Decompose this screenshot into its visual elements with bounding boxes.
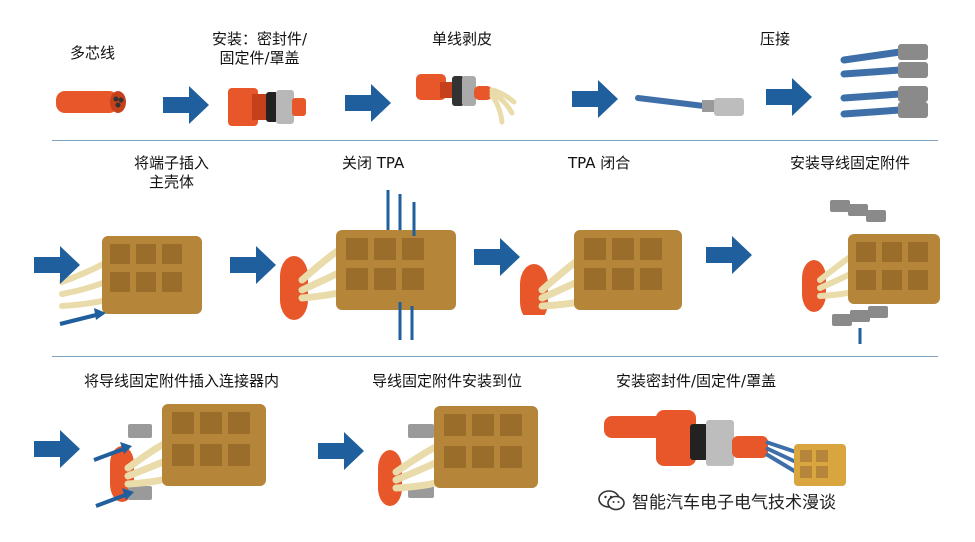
process-arrow-10	[318, 432, 364, 470]
multicore-cable-illustration	[56, 91, 126, 113]
step-fixture-in-place-label: 导线固定附件安装到位	[372, 372, 523, 390]
step-insert-wire-fixture-label: 将导线固定附件插入连接器内	[84, 372, 280, 390]
process-arrow-2	[345, 84, 391, 122]
process-arrow-4	[766, 78, 812, 116]
crimped-bundle-illustration	[840, 44, 928, 118]
watermark: 智能汽车电子电气技术漫谈	[598, 488, 836, 513]
process-arrow-8	[706, 236, 752, 274]
process-arrow-7	[474, 238, 520, 276]
step-install-seal-final-label: 安装密封件/固定件/罩盖	[616, 372, 777, 390]
process-arrow-1	[163, 86, 209, 124]
process-arrow-6	[230, 246, 276, 284]
wechat-icon	[598, 489, 625, 510]
watermark-text: 智能汽车电子电气技术漫谈	[632, 493, 836, 513]
close-tpa-connector-illustration	[280, 190, 456, 340]
final-assembly-illustration	[604, 410, 846, 486]
terminal-insert-connector-illustration	[59, 236, 202, 326]
tpa-closed-connector-illustration	[520, 230, 682, 315]
process-arrow-3	[572, 80, 618, 118]
row-divider-2	[52, 356, 938, 357]
step-install-seal-line2: 固定件/罩盖	[219, 49, 300, 67]
step-insert-terminals-line1: 将端子插入	[134, 154, 210, 172]
step-multicore-cable-label: 多芯线	[70, 44, 116, 62]
insert-fixture-connector-illustration	[93, 404, 266, 508]
step-tpa-closed-label: TPA 闭合	[568, 154, 631, 172]
step-install-wire-fixture-label: 安装导线固定附件	[790, 154, 911, 172]
step-insert-terminals-label: 将端子插入 主壳体	[134, 154, 209, 192]
step-crimp-label: 压接	[760, 30, 791, 48]
process-arrow-5	[34, 246, 80, 284]
wire-fixture-install-illustration	[802, 200, 940, 344]
step-close-tpa-label: 关闭 TPA	[342, 154, 405, 172]
stripped-wire-illustration	[416, 74, 517, 125]
step-install-seal-line1: 安装：密封件/	[212, 30, 308, 48]
crimped-terminal-illustration	[635, 95, 744, 116]
step-insert-terminals-line2: 主壳体	[149, 173, 195, 191]
seal-retainer-cover-illustration	[228, 88, 306, 126]
row-divider-1	[52, 140, 938, 141]
process-arrow-9	[34, 430, 80, 468]
step-install-seal-label: 安装：密封件/ 固定件/罩盖	[212, 30, 307, 68]
step-strip-wire-label: 单线剥皮	[432, 30, 493, 48]
fixture-in-place-connector-illustration	[378, 406, 538, 506]
